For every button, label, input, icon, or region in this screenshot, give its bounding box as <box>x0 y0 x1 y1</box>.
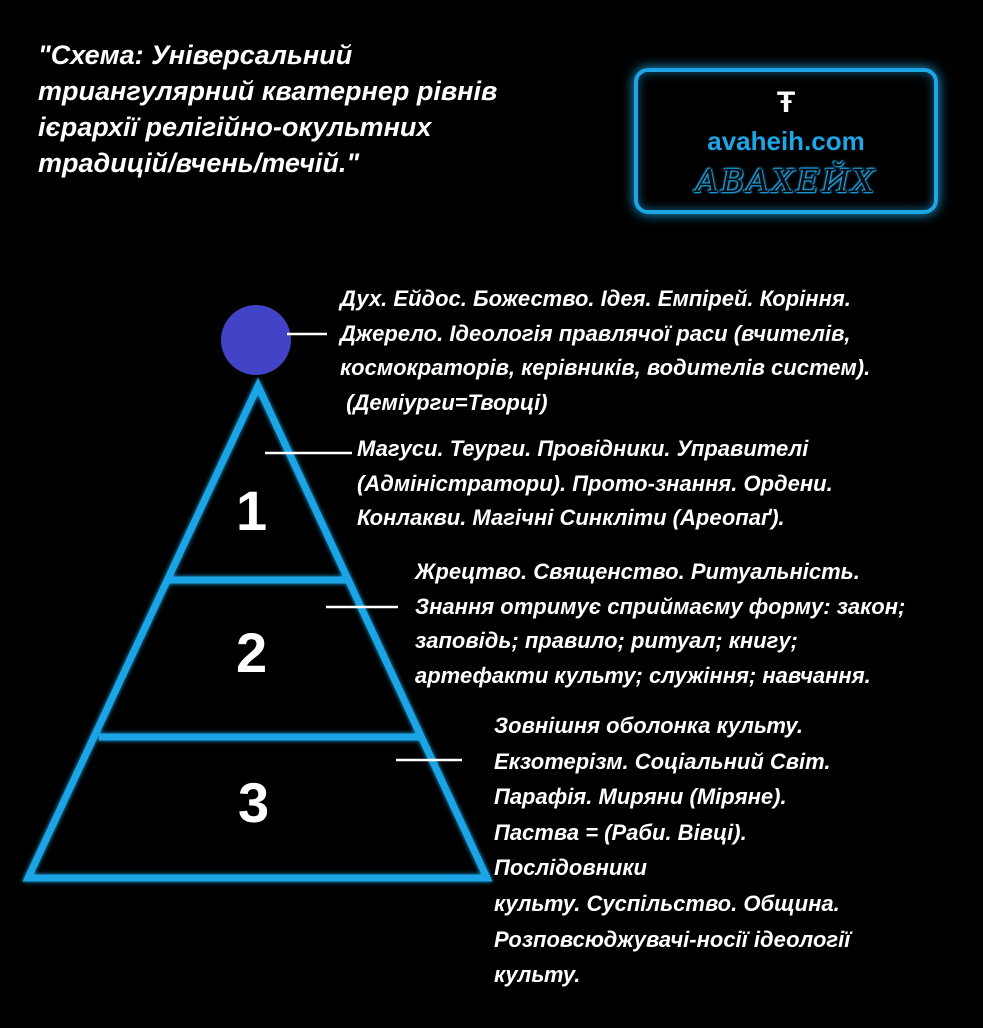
description-line: Знання отримує сприймаєму форму: закон; <box>415 593 906 619</box>
description-line: Конлакви. Магічні Синкліти (Ареопаґ). <box>357 505 785 530</box>
diagram-title: "Схема: Універсальний триангулярний кват… <box>38 37 598 181</box>
description-line: Екзотерізм. Соціальний Світ. <box>494 748 831 774</box>
description-line: Послідовники <box>494 855 647 881</box>
description-level-1: Магуси. Теурги. Провідники. Управителі (… <box>357 432 833 536</box>
level-number-1: 1 <box>236 479 268 542</box>
description-level-3: Зовнішня оболонка культу. Екзотерізм. Со… <box>494 708 850 993</box>
logo-symbol-icon: Ŧ <box>776 86 796 119</box>
description-line: культу. <box>494 962 581 988</box>
level-number-2: 2 <box>236 621 268 684</box>
description-line: Дух. Ейдос. Божество. Ідея. Емпірей. Кор… <box>340 286 851 311</box>
title-line: триангулярний кватернер рівнів <box>38 76 498 106</box>
description-line: Зовнішня оболонка культу. <box>494 713 803 738</box>
description-line: (Деміурги=Творці) <box>340 389 548 415</box>
description-line: Паства = (Раби. Вівці). <box>494 819 747 845</box>
description-line: артефакти культу; служіння; навчання. <box>415 662 871 688</box>
level-number-3: 3 <box>238 771 270 834</box>
pyramid-outline <box>22 377 493 882</box>
description-line: заповідь; правило; ритуал; книгу; <box>415 628 798 653</box>
description-line: культу. Суспільство. Община. <box>494 890 840 916</box>
description-line: (Адміністратори). Прото-знання. Ордени. <box>357 470 833 496</box>
description-line: Розповсюджувачі-носії ідеології <box>494 926 851 952</box>
title-line: традицій/вчень/течій." <box>38 148 360 178</box>
description-line: Жрецтво. Священство. Ритуальність. <box>415 559 860 584</box>
site-logo[interactable]: Ŧ avaheih.com AВAХЕЙХ <box>634 68 938 214</box>
logo-url: avaheih.com <box>707 126 865 156</box>
title-line: "Схема: Універсальний <box>38 40 353 70</box>
description-line: космократорів, керівників, водителів сис… <box>340 355 871 380</box>
description-line: Джерело. Ідеологія правлячої раси (вчите… <box>340 320 851 346</box>
title-line: ієрархії релігійно-окультних <box>38 112 432 142</box>
logo-script-lettering: AВAХЕЙХ <box>695 162 877 200</box>
description-level-2: Жрецтво. Священство. Ритуальність. Знанн… <box>415 555 905 693</box>
description-line: Парафія. Миряни (Міряне). <box>494 784 787 810</box>
apex-circle <box>221 305 291 375</box>
description-top: Дух. Ейдос. Божество. Ідея. Емпірей. Кор… <box>340 282 870 420</box>
description-line: Магуси. Теурги. Провідники. Управителі <box>357 436 809 461</box>
